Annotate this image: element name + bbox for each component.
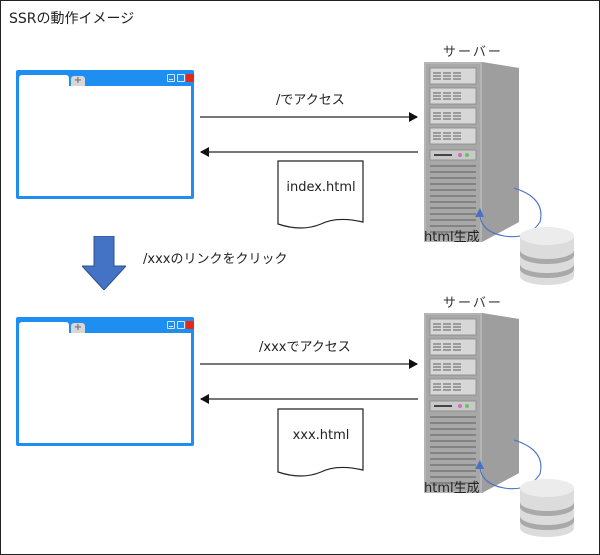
- maximize-icon: [177, 321, 185, 329]
- response-document-2: xxx.html: [277, 408, 365, 478]
- browser-tab: [19, 75, 69, 88]
- document-filename: xxx.html: [292, 428, 350, 443]
- document-filename: index.html: [286, 180, 356, 195]
- browser-window-2: +: [16, 317, 194, 446]
- browser-window-1: +: [16, 70, 194, 199]
- close-icon: [186, 74, 194, 82]
- request-label-1: /でアクセス: [276, 93, 345, 108]
- server-icon: [424, 313, 519, 493]
- generate-label-1: html生成: [424, 230, 480, 245]
- response-arrow-2: [200, 394, 418, 404]
- transition-label: /xxxのリンクをクリック: [143, 252, 288, 267]
- transition-down-arrow: [82, 236, 126, 290]
- document-icon: [277, 160, 364, 229]
- request-arrow-1: [200, 112, 418, 122]
- minimize-icon: [167, 74, 175, 82]
- request-label-2: /xxxでアクセス: [259, 340, 351, 355]
- response-arrow-1: [200, 147, 418, 157]
- new-tab-icon: +: [71, 76, 85, 86]
- browser-content: [19, 86, 191, 196]
- database-icon: [520, 227, 574, 285]
- response-document-1: index.html: [277, 160, 365, 230]
- server-label-1: サーバー: [443, 45, 503, 60]
- document-icon: [277, 408, 364, 477]
- database-icon: [520, 479, 574, 537]
- diagram-title: SSRの動作イメージ: [9, 11, 135, 27]
- browser-tab: [19, 322, 69, 335]
- browser-content: [19, 333, 191, 443]
- generate-label-2: html生成: [424, 481, 480, 496]
- maximize-icon: [177, 74, 185, 82]
- request-arrow-2: [200, 359, 418, 369]
- server-icon: [424, 62, 519, 242]
- close-icon: [186, 321, 194, 329]
- server-label-2: サーバー: [443, 296, 503, 311]
- new-tab-icon: +: [71, 323, 85, 333]
- minimize-icon: [167, 321, 175, 329]
